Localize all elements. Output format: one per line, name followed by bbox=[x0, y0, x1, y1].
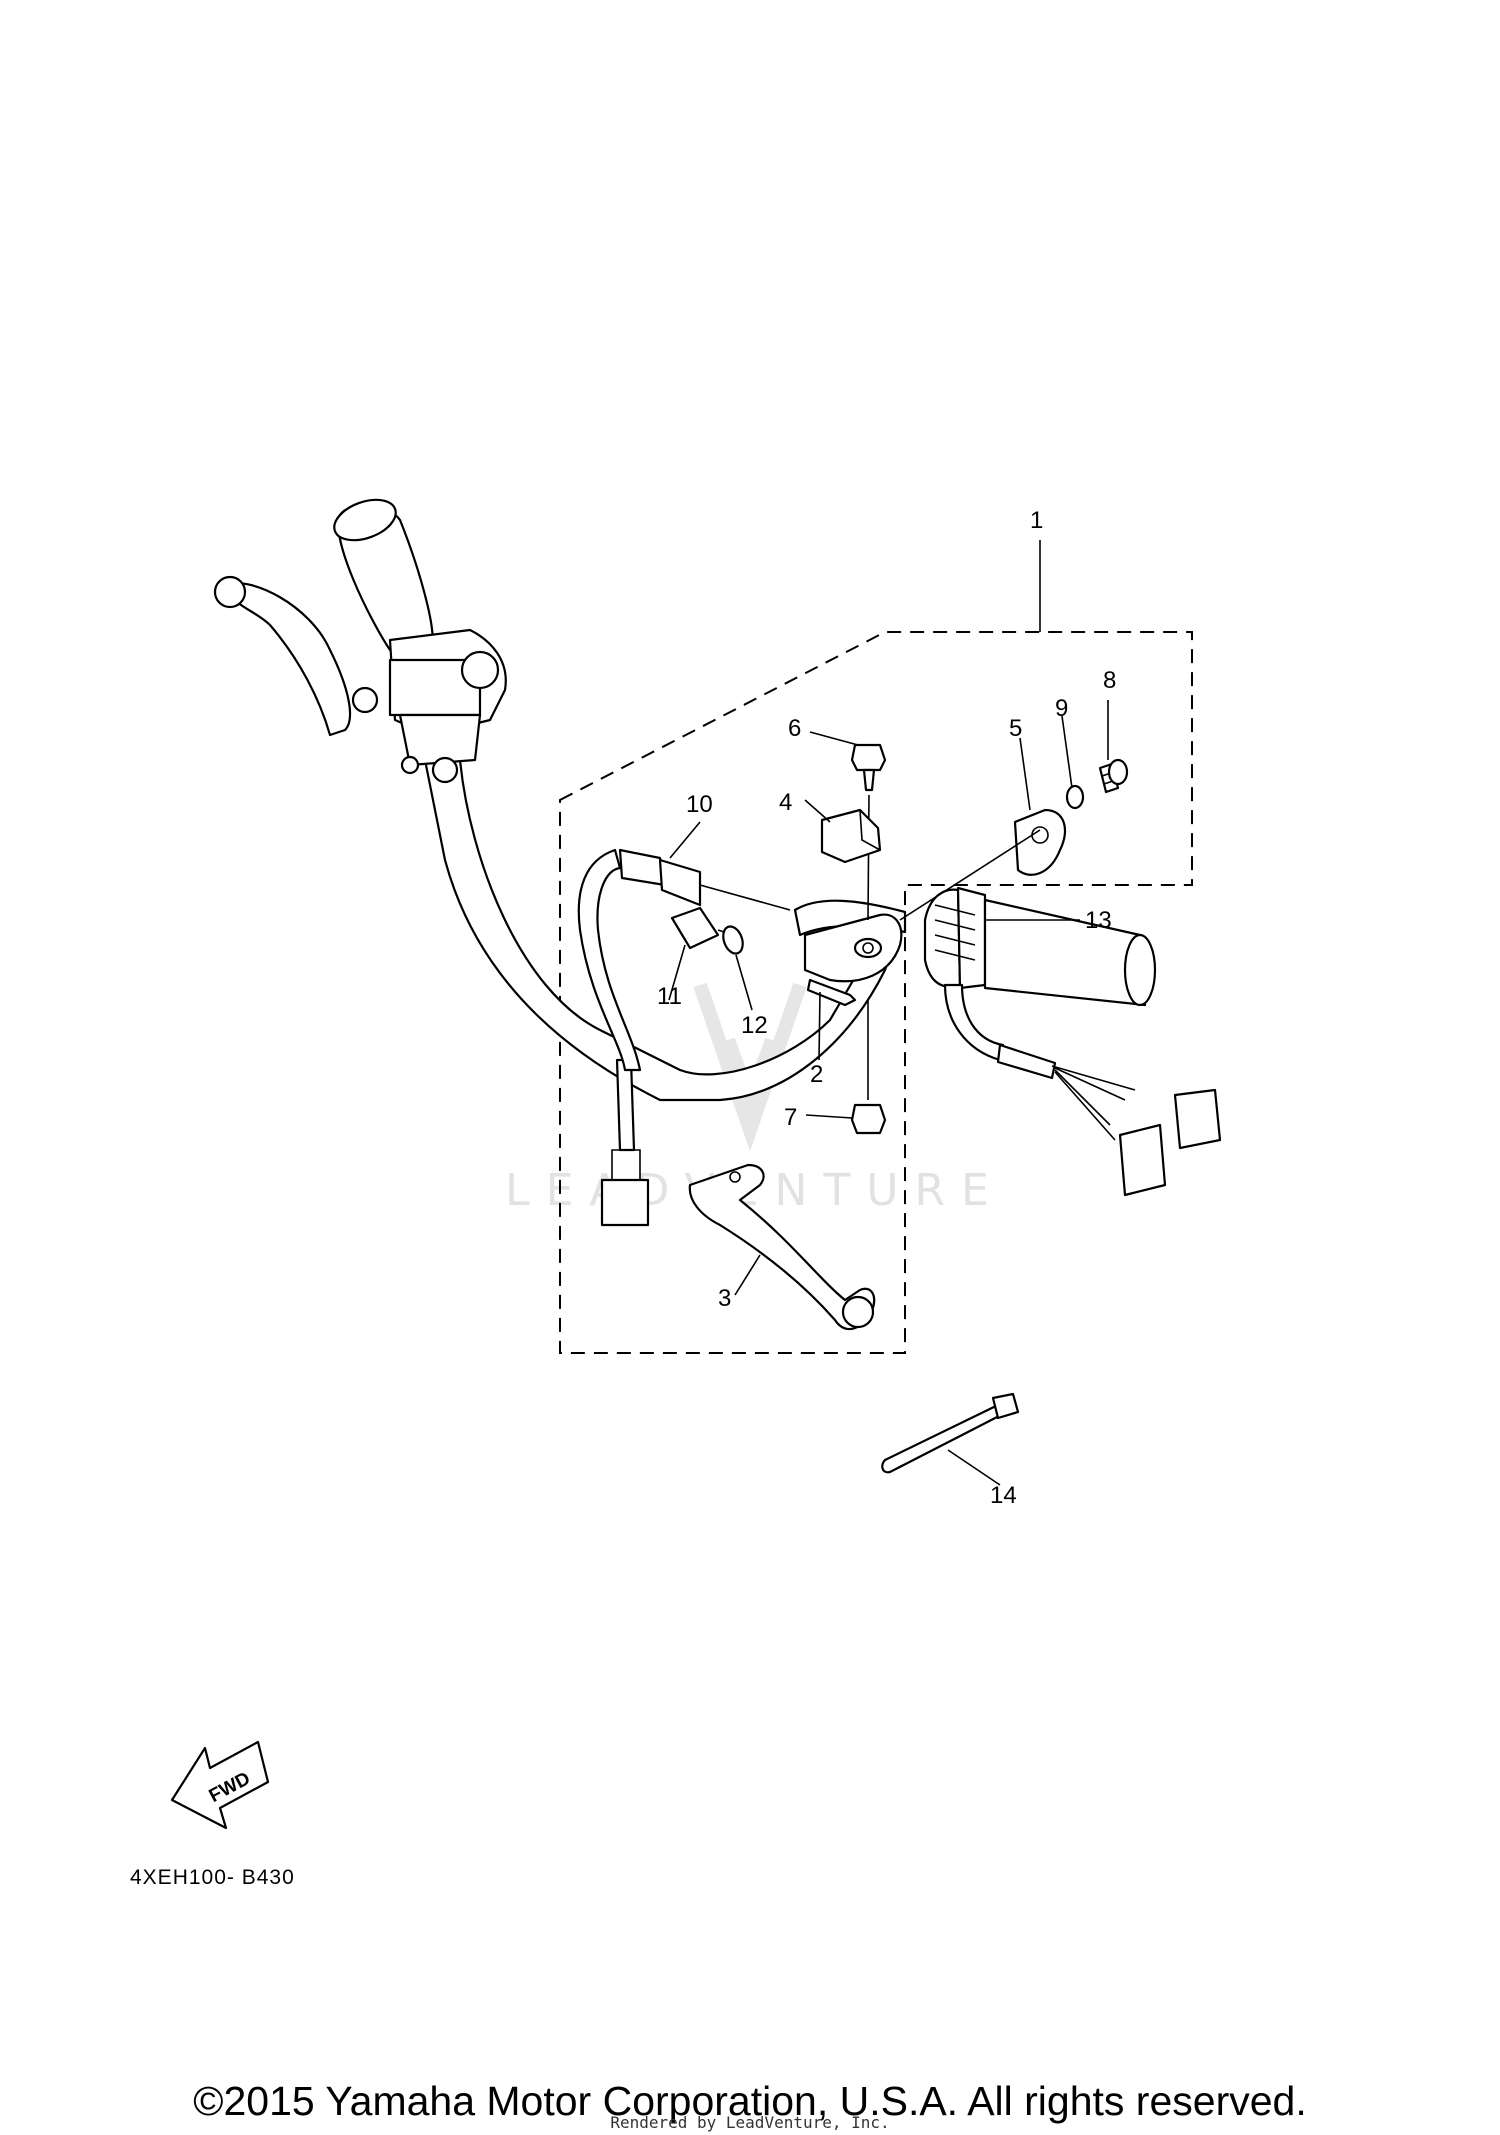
callout-14: 14 bbox=[990, 1482, 1017, 1509]
callout-7: 7 bbox=[784, 1104, 797, 1131]
callout-1: 1 bbox=[1030, 507, 1043, 534]
part-2-pin bbox=[806, 978, 857, 1007]
part-12-washer bbox=[722, 925, 744, 955]
watermark-logo bbox=[693, 982, 807, 1152]
part-13-throttle-grip bbox=[923, 886, 1157, 1007]
callout-12: 12 bbox=[741, 1012, 768, 1039]
part-4-switch bbox=[820, 808, 882, 864]
part-10-front-brake-switch bbox=[618, 848, 791, 911]
copyright-notice: ©2015 Yamaha Motor Corporation, U.S.A. A… bbox=[193, 2078, 1307, 2124]
part-3-lever bbox=[688, 1163, 876, 1331]
callout-10: 10 bbox=[686, 791, 713, 818]
callout-2: 2 bbox=[810, 1061, 823, 1088]
callout-5: 5 bbox=[1009, 715, 1022, 742]
right-harness bbox=[943, 983, 1222, 1197]
callout-11: 11 bbox=[657, 983, 682, 1010]
part-5-cover bbox=[1013, 808, 1067, 876]
left-brake-lever bbox=[213, 575, 379, 737]
rendered-by-notice: Rendered by LeadVenture, Inc. bbox=[610, 2113, 890, 2132]
left-switch-cable bbox=[615, 1058, 636, 1152]
leader-lines bbox=[668, 540, 1109, 1486]
lever-bracket bbox=[803, 913, 903, 983]
callout-4: 4 bbox=[779, 789, 792, 816]
left-grip bbox=[333, 498, 434, 652]
part-8-screw bbox=[1098, 758, 1129, 794]
switch-cable bbox=[577, 848, 642, 1072]
part-6-bolt bbox=[850, 743, 887, 792]
callout-labels: 1 2 3 4 5 6 7 8 9 10 11 12 13 14 bbox=[657, 507, 1116, 1509]
part-11-adjuster bbox=[670, 906, 731, 950]
master-cylinder bbox=[388, 628, 507, 784]
assembly-boundary bbox=[559, 631, 1193, 1354]
callout-8: 8 bbox=[1103, 667, 1116, 694]
part-7-nut bbox=[850, 1103, 887, 1135]
callout-6: 6 bbox=[788, 715, 801, 742]
part-9-washer bbox=[1065, 784, 1085, 810]
callout-9: 9 bbox=[1055, 695, 1068, 722]
diagram-code: 4XEH100- B430 bbox=[130, 1866, 295, 1889]
callout-3: 3 bbox=[718, 1285, 731, 1312]
fwd-arrow-icon: FWD bbox=[170, 1740, 270, 1830]
part-14-cable-tie bbox=[881, 1392, 1020, 1474]
left-connector bbox=[600, 1178, 650, 1227]
callout-13: 13 bbox=[1085, 907, 1112, 934]
